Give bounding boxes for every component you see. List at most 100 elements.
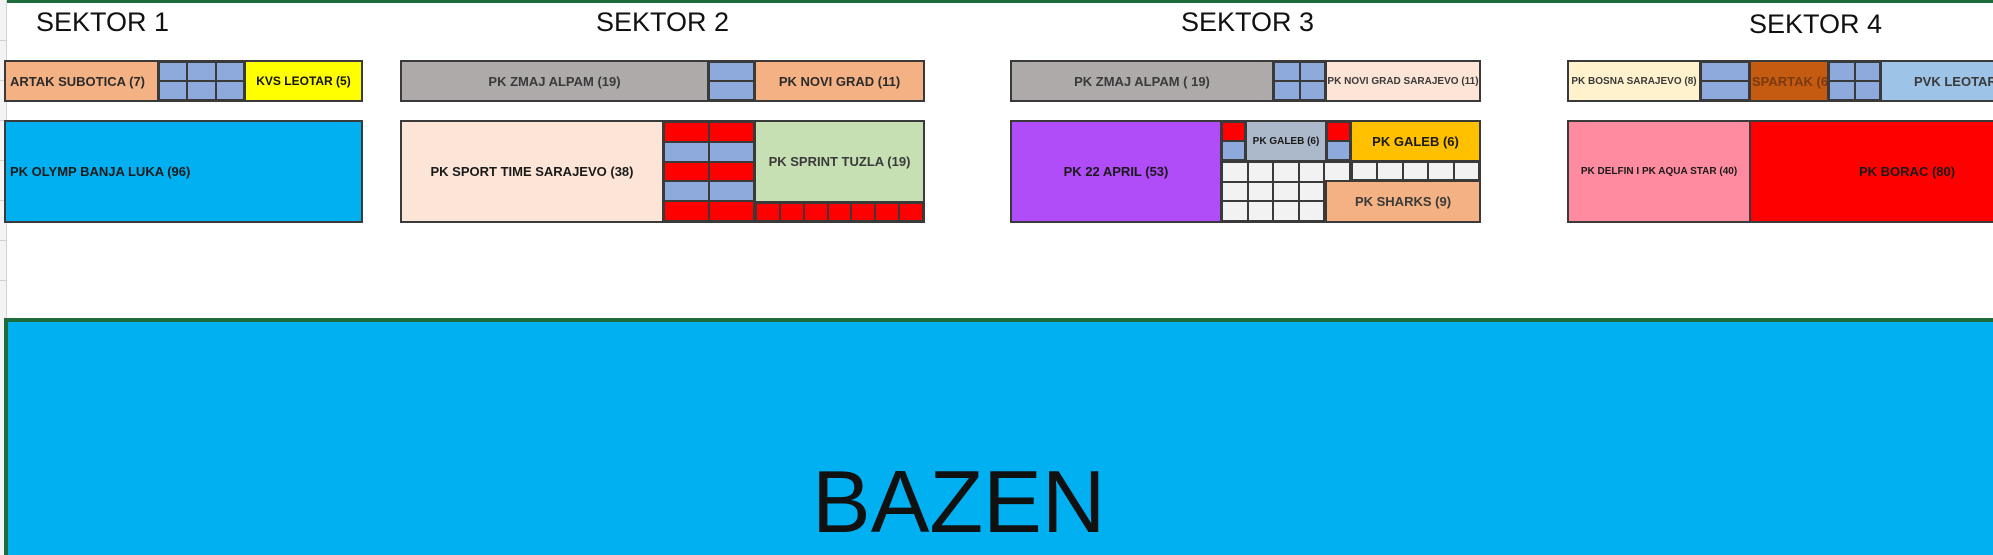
lane-cell[interactable] bbox=[215, 81, 244, 100]
lane-cell[interactable] bbox=[215, 62, 244, 81]
lane-cell[interactable] bbox=[709, 122, 754, 142]
lane-grid[interactable] bbox=[1325, 120, 1352, 162]
lane-block[interactable]: PK GALEB (6) bbox=[1350, 120, 1481, 162]
lane-cell[interactable] bbox=[1327, 122, 1350, 141]
lane-cell[interactable] bbox=[187, 62, 216, 81]
lane-cell[interactable] bbox=[803, 203, 828, 221]
lane-block[interactable]: PK NOVI GRAD SARAJEVO (11) bbox=[1325, 60, 1481, 102]
lane-block[interactable]: KVS LEOTAR (5) bbox=[244, 60, 363, 102]
row-divider bbox=[0, 80, 7, 81]
lane-block[interactable]: PK ZMAJ ALPAM (19) bbox=[400, 60, 709, 102]
lane-cell[interactable] bbox=[1273, 201, 1299, 221]
lane-block[interactable]: PK SHARKS (9) bbox=[1325, 180, 1481, 223]
lane-cell[interactable] bbox=[709, 161, 754, 182]
lane-cell[interactable] bbox=[1298, 181, 1325, 202]
lane-cell[interactable] bbox=[1701, 81, 1749, 100]
lane-cell[interactable] bbox=[1298, 201, 1325, 221]
lane-grid[interactable] bbox=[157, 60, 246, 102]
lane-cell[interactable] bbox=[1298, 162, 1325, 182]
lane-cell[interactable] bbox=[1428, 162, 1454, 180]
lane-cell[interactable] bbox=[1222, 201, 1248, 221]
lane-cell[interactable] bbox=[827, 203, 852, 221]
lane-block[interactable]: PK OLYMP BANJA LUKA (96) bbox=[4, 120, 363, 223]
lane-cell[interactable] bbox=[1273, 181, 1299, 202]
lane-cell[interactable] bbox=[756, 203, 780, 221]
lane-cell[interactable] bbox=[664, 201, 709, 221]
row-divider bbox=[0, 280, 7, 281]
lane-grid[interactable] bbox=[662, 120, 756, 223]
lane-grid[interactable] bbox=[707, 60, 756, 102]
lane-cell[interactable] bbox=[709, 181, 754, 202]
lane-cell[interactable] bbox=[1299, 81, 1325, 100]
lane-grid[interactable] bbox=[1827, 60, 1882, 102]
lane-block[interactable]: ARTAK SUBOTICA (7) bbox=[4, 60, 159, 102]
lane-grid[interactable] bbox=[1350, 160, 1481, 182]
lane-cell[interactable] bbox=[1222, 141, 1245, 160]
lane-cell[interactable] bbox=[851, 203, 876, 221]
lane-cell[interactable] bbox=[899, 203, 923, 221]
lane-cell[interactable] bbox=[1701, 62, 1749, 81]
lane-cell[interactable] bbox=[1273, 162, 1299, 182]
lane-cell[interactable] bbox=[1854, 81, 1880, 100]
lane-cell[interactable] bbox=[1222, 122, 1245, 141]
sheet-top-border bbox=[0, 0, 1993, 3]
lane-cell[interactable] bbox=[779, 203, 804, 221]
sector-1-title: SEKTOR 1 bbox=[35, 7, 170, 37]
lane-block[interactable]: PK ZMAJ ALPAM ( 19) bbox=[1010, 60, 1274, 102]
lane-cell[interactable] bbox=[664, 161, 709, 182]
lane-block[interactable]: PK SPRINT TUZLA (19) bbox=[754, 120, 925, 203]
lane-block[interactable]: PK NOVI GRAD (11) bbox=[754, 60, 925, 102]
lane-cell[interactable] bbox=[1377, 162, 1403, 180]
row-divider bbox=[0, 120, 7, 121]
lane-cell[interactable] bbox=[664, 122, 709, 142]
lane-cell[interactable] bbox=[1222, 181, 1248, 202]
lane-grid[interactable] bbox=[1272, 60, 1327, 102]
row-divider bbox=[0, 200, 7, 201]
lane-cell[interactable] bbox=[1829, 81, 1855, 100]
lane-block[interactable]: SPARTAK (6 bbox=[1749, 60, 1829, 102]
lane-cell[interactable] bbox=[664, 181, 709, 202]
lane-block[interactable]: PK SPORT TIME SARAJEVO (38) bbox=[400, 120, 664, 223]
lane-block[interactable]: PVK LEOTAR bbox=[1880, 60, 1993, 102]
lane-grid[interactable] bbox=[1220, 120, 1247, 162]
lane-block[interactable]: PK BOSNA SARAJEVO (8) bbox=[1567, 60, 1701, 102]
lane-cell[interactable] bbox=[664, 141, 709, 162]
lane-cell[interactable] bbox=[1274, 62, 1300, 81]
lane-cell[interactable] bbox=[709, 201, 754, 221]
pool-area bbox=[4, 318, 1993, 555]
row-divider bbox=[0, 160, 7, 161]
pool-label: BAZEN bbox=[812, 452, 1106, 551]
sector-4-title: SEKTOR 4 bbox=[1748, 9, 1883, 39]
sector-2-title: SEKTOR 2 bbox=[595, 7, 730, 37]
lane-cell[interactable] bbox=[1222, 162, 1248, 182]
lane-grid[interactable] bbox=[1699, 60, 1751, 102]
lane-cell[interactable] bbox=[159, 81, 188, 100]
lane-cell[interactable] bbox=[187, 81, 216, 100]
lane-block[interactable]: PK DELFIN I PK AQUA STAR (40) bbox=[1567, 120, 1751, 223]
sector-3-title: SEKTOR 3 bbox=[1180, 7, 1315, 37]
lane-cell[interactable] bbox=[1453, 162, 1479, 180]
lane-cell[interactable] bbox=[1247, 181, 1274, 202]
lane-cell[interactable] bbox=[1352, 162, 1378, 180]
lane-cell[interactable] bbox=[1299, 62, 1325, 81]
lane-block[interactable]: PK 22 APRIL (53) bbox=[1010, 120, 1222, 223]
lane-grid[interactable] bbox=[754, 201, 925, 223]
lane-cell[interactable] bbox=[1274, 81, 1300, 100]
lane-cell[interactable] bbox=[709, 62, 754, 81]
lane-cell[interactable] bbox=[1854, 62, 1880, 81]
row-divider bbox=[0, 240, 7, 241]
row-divider bbox=[0, 40, 7, 41]
lane-cell[interactable] bbox=[875, 203, 900, 221]
lane-cell[interactable] bbox=[1247, 162, 1274, 182]
lane-block[interactable]: PK BORAC (80) bbox=[1749, 120, 1993, 223]
lane-cell[interactable] bbox=[1247, 201, 1274, 221]
row-header-strip bbox=[0, 0, 7, 555]
lane-cell[interactable] bbox=[1324, 162, 1350, 182]
lane-block[interactable]: PK GALEB (6) bbox=[1245, 120, 1327, 162]
lane-cell[interactable] bbox=[1402, 162, 1429, 180]
lane-cell[interactable] bbox=[159, 62, 188, 81]
lane-cell[interactable] bbox=[709, 81, 754, 100]
lane-cell[interactable] bbox=[1829, 62, 1855, 81]
lane-cell[interactable] bbox=[1327, 141, 1350, 160]
lane-cell[interactable] bbox=[709, 141, 754, 162]
